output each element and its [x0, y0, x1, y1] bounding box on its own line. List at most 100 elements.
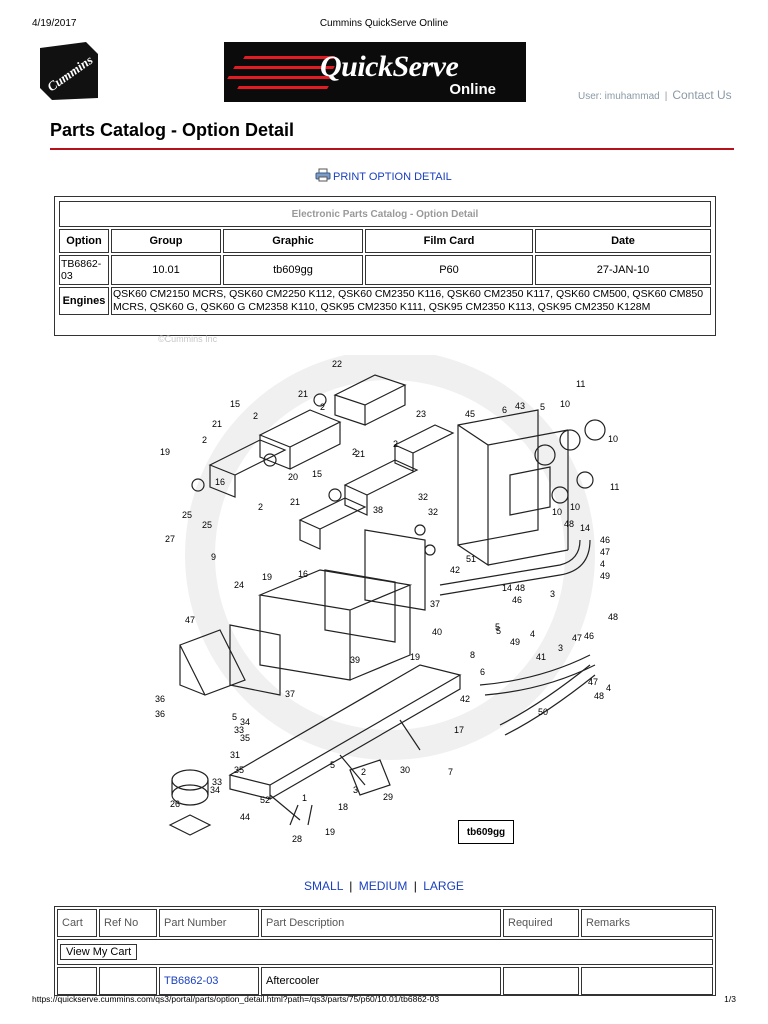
print-option-detail-link[interactable]: PRINT OPTION DETAIL — [315, 168, 452, 185]
print-option-detail-label: PRINT OPTION DETAIL — [333, 170, 452, 183]
contact-us-link[interactable]: Contact Us — [672, 88, 732, 102]
diagram-callout: 33 — [212, 777, 222, 787]
diagram-callout: 44 — [240, 812, 250, 822]
diagram-callout: 6 — [480, 667, 485, 677]
part-description-cell: Aftercooler — [261, 967, 501, 995]
graphic-id-label: tb609gg — [458, 820, 514, 844]
diagram-callout: 16 — [298, 569, 308, 579]
diagram-callout: 51 — [466, 554, 476, 564]
diagram-callout: 35 — [234, 765, 244, 775]
diagram-callout: 27 — [165, 534, 175, 544]
film-card-value: P60 — [365, 255, 533, 285]
diagram-callout: 15 — [312, 469, 322, 479]
diagram-callout: 36 — [155, 694, 165, 704]
diagram-callout: 34 — [210, 785, 220, 795]
diagram-callout: 52 — [260, 795, 270, 805]
diagram-callout: 25 — [202, 520, 212, 530]
large-link[interactable]: LARGE — [423, 879, 464, 893]
diagram-callout: 34 — [240, 717, 250, 727]
diagram-callout: 42 — [450, 565, 460, 575]
diagram-callout: 2 — [320, 402, 325, 412]
diagram-callout: 38 — [373, 505, 383, 515]
user-name: User: imuhammad — [578, 91, 660, 102]
diagram-callout: 5 — [330, 760, 335, 770]
diagram-callout: 35 — [240, 733, 250, 743]
diagram-callout: 49 — [600, 571, 610, 581]
table-row: TB6862-03 Aftercooler — [57, 967, 713, 995]
size-separator-2: | — [413, 879, 417, 893]
small-link[interactable]: SMALL — [304, 879, 343, 893]
diagram-callout: 5 — [495, 622, 500, 632]
printer-icon — [315, 168, 331, 185]
diagram-callout: 5 — [232, 712, 237, 722]
diagram-callout: 9 — [211, 552, 216, 562]
diagram-callout: 33 — [234, 725, 244, 735]
remarks-cell — [581, 967, 713, 995]
diagram-callout: 18 — [338, 802, 348, 812]
diagram-callout: 50 — [538, 707, 548, 717]
option-value: TB6862-03 — [59, 255, 109, 285]
diagram-callout: 36 — [155, 709, 165, 719]
cummins-logo[interactable]: Cummins — [38, 40, 100, 102]
diagram-callout: 4 — [606, 683, 611, 693]
header-graphic: Graphic — [223, 229, 363, 253]
diagram-callout: 21 — [298, 389, 308, 399]
diagram-callout: 10 — [570, 502, 580, 512]
diagram-callout: 46 — [600, 535, 610, 545]
diagram-callout: 10 — [552, 507, 562, 517]
diagram-callout: 2 — [361, 767, 366, 777]
diagram-callout: 46 — [512, 595, 522, 605]
group-value: 10.01 — [111, 255, 221, 285]
col-remarks: Remarks — [581, 909, 713, 937]
print-url: https://quickserve.cummins.com/qs3/porta… — [32, 994, 440, 1004]
diagram-callout: 2 — [393, 439, 398, 449]
diagram-callout: 15 — [230, 399, 240, 409]
diagram-callout: 5 — [540, 402, 545, 412]
quickserve-banner[interactable]: QuickServe Online — [224, 42, 526, 102]
date-value: 27-JAN-10 — [535, 255, 711, 285]
print-page-number: 1/3 — [724, 994, 736, 1004]
diagram-callout: 14 — [502, 583, 512, 593]
diagram-callout: 10 — [608, 434, 618, 444]
diagram-callout: 7 — [448, 767, 453, 777]
diagram-callout: 26 — [170, 799, 180, 809]
userbar: User: imuhammad | Contact Us — [578, 88, 732, 102]
col-part-description: Part Description — [261, 909, 501, 937]
medium-link[interactable]: MEDIUM — [358, 879, 408, 893]
diagram-callout: 22 — [332, 359, 342, 369]
diagram-callout: 11 — [610, 482, 619, 492]
col-ref-no: Ref No — [99, 909, 157, 937]
diagram-callout: 42 — [460, 694, 470, 704]
diagram-callout: 46 — [584, 631, 594, 641]
diagram-callout: 1 — [302, 793, 307, 803]
banner-main-text: QuickServe — [320, 50, 459, 83]
size-links: SMALL | MEDIUM | LARGE — [0, 879, 768, 893]
cart-cell[interactable] — [57, 967, 97, 995]
engines-value: QSK60 CM2150 MCRS, QSK60 CM2250 K112, QS… — [111, 287, 711, 315]
diagram-callout: 8 — [470, 650, 475, 660]
parts-list-panel: Cart Ref No Part Number Part Description… — [54, 906, 716, 996]
part-number-link[interactable]: TB6862-03 — [159, 967, 259, 995]
diagram-callout: 47 — [600, 547, 610, 557]
diagram-callout: 2 — [253, 411, 258, 421]
option-detail-caption: Electronic Parts Catalog - Option Detail — [59, 201, 711, 227]
diagram-callout: 31 — [230, 750, 240, 760]
diagram-callout: 6 — [502, 405, 507, 415]
diagram-callout: 24 — [234, 580, 244, 590]
userbar-separator: | — [664, 91, 668, 102]
option-detail-panel: Electronic Parts Catalog - Option Detail… — [54, 196, 716, 336]
view-my-cart-button[interactable]: View My Cart — [60, 944, 138, 960]
diagram-callout: 47 — [588, 677, 598, 687]
diagram-callout: 2 — [202, 435, 207, 445]
diagram-callout: 39 — [350, 655, 360, 665]
header-date: Date — [535, 229, 711, 253]
title-divider — [50, 148, 734, 150]
diagram-callout: 4 — [600, 559, 605, 569]
diagram-callout: 19 — [262, 572, 272, 582]
diagram-callout: 3 — [550, 589, 555, 599]
page-title: Parts Catalog - Option Detail — [50, 120, 295, 140]
diagram-callout: 3 — [558, 643, 563, 653]
diagram-callout: 4 — [530, 629, 535, 639]
